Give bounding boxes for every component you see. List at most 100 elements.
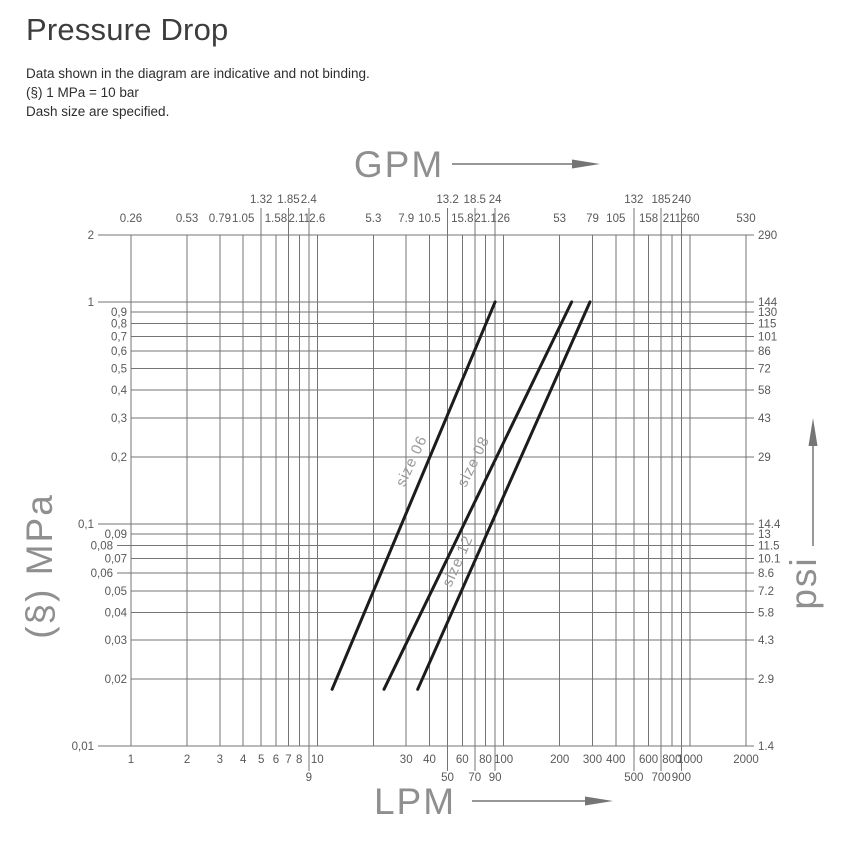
mpa-tick-label: 0,09: [105, 529, 127, 541]
lpm-tick-label: 60: [456, 754, 469, 766]
mpa-tick-label: 1: [88, 297, 94, 309]
lpm-tick-label: 100: [494, 754, 513, 766]
psi-tick-label: 43: [758, 413, 771, 425]
curve-label-size-06: size 06: [392, 433, 430, 490]
mpa-tick-label: 0,5: [111, 364, 127, 376]
gpm-tick-label-upper: 24: [489, 194, 502, 206]
lpm-tick-label: 200: [550, 754, 569, 766]
mpa-axis-title: (§) MPa: [19, 493, 60, 639]
mpa-tick-label: 0,05: [105, 586, 127, 598]
gpm-tick-label: 1.58: [265, 213, 287, 225]
lpm-axis-title: LPM: [374, 781, 456, 822]
lpm-tick-label: 40: [423, 754, 436, 766]
gpm-tick-label-upper: 185: [651, 194, 670, 206]
lpm-tick-label-lower: 9: [306, 772, 312, 784]
gpm-tick-label: 530: [736, 213, 755, 225]
lpm-tick-label-lower: 700: [651, 772, 670, 784]
page-title: Pressure Drop: [26, 12, 229, 47]
lpm-tick-label: 80: [479, 754, 492, 766]
lpm-tick-label: 5: [258, 754, 264, 766]
gpm-tick-label-upper: 1.32: [250, 194, 272, 206]
psi-tick-label: 7.2: [758, 586, 774, 598]
gpm-arrowhead-icon: [572, 159, 600, 169]
lpm-tick-label: 4: [240, 754, 247, 766]
lpm-tick-label-lower: 500: [624, 772, 643, 784]
mpa-tick-label: 0,7: [111, 331, 127, 343]
gpm-tick-label: 2.6: [309, 213, 325, 225]
gpm-tick-label-upper: 1.85: [277, 194, 299, 206]
psi-tick-label: 29: [758, 452, 771, 464]
psi-tick-label: 8.6: [758, 568, 774, 580]
mpa-tick-label: 0,3: [111, 413, 127, 425]
lpm-tick-label-lower: 50: [441, 772, 454, 784]
lpm-arrowhead-icon: [585, 796, 613, 806]
psi-tick-label: 14.4: [758, 519, 781, 531]
psi-tick-label: 115: [758, 318, 776, 330]
psi-arrowhead-icon: [808, 418, 818, 446]
gpm-tick-label-upper: 240: [672, 194, 691, 206]
mpa-tick-label: 0,6: [111, 346, 127, 358]
gpm-tick-label: 211: [663, 213, 681, 225]
gpm-tick-label: 0.53: [176, 213, 198, 225]
gpm-tick-label-upper: 2.4: [301, 194, 318, 206]
psi-tick-label: 4.3: [758, 635, 774, 647]
lpm-tick-label: 2000: [733, 754, 759, 766]
mpa-tick-label: 0,01: [72, 741, 94, 753]
gpm-tick-label: 0.26: [120, 213, 142, 225]
mpa-tick-label: 0,4: [111, 385, 128, 397]
psi-tick-label: 130: [758, 307, 777, 319]
psi-tick-label: 11.5: [758, 540, 780, 552]
psi-tick-label: 13: [758, 529, 771, 541]
lpm-tick-label: 30: [400, 754, 413, 766]
gpm-tick-label: 1.05: [232, 213, 254, 225]
gpm-tick-label-upper: 18.5: [464, 194, 486, 206]
lpm-tick-label: 400: [606, 754, 625, 766]
mpa-tick-label: 0,2: [111, 452, 127, 464]
gpm-tick-label-upper: 13.2: [436, 194, 458, 206]
curve-label-size-08: size 08: [454, 433, 493, 489]
gpm-tick-label: 105: [606, 213, 625, 225]
gpm-tick-label: 2.11: [288, 213, 310, 225]
mpa-tick-label: 0,08: [91, 540, 113, 552]
lpm-tick-label-lower: 90: [489, 772, 502, 784]
mpa-tick-label: 0,03: [105, 635, 127, 647]
mpa-tick-label: 0,1: [78, 519, 94, 531]
gpm-tick-label: 79: [586, 213, 599, 225]
lpm-tick-label: 10: [311, 754, 324, 766]
gpm-tick-label: 0.79: [209, 213, 231, 225]
lpm-tick-label: 1000: [677, 754, 703, 766]
lpm-tick-label: 3: [217, 754, 223, 766]
gpm-tick-label: 7.9: [398, 213, 414, 225]
curve-size-06: [330, 300, 497, 691]
mpa-tick-label: 0,07: [105, 553, 127, 565]
psi-tick-label: 10.1: [758, 553, 780, 565]
gpm-tick-label: 21.1: [474, 213, 496, 225]
gpm-tick-label-upper: 132: [624, 194, 643, 206]
psi-tick-label: 58: [758, 385, 771, 397]
mpa-tick-label: 0,9: [111, 307, 127, 319]
note-line-2: (§) 1 MPa = 10 bar: [26, 85, 139, 100]
lpm-tick-label: 1: [128, 754, 134, 766]
curve-size-08: [382, 300, 574, 691]
lpm-tick-label-lower: 900: [672, 772, 691, 784]
mpa-tick-label: 0,02: [105, 674, 127, 686]
gpm-tick-label: 260: [680, 213, 699, 225]
psi-tick-label: 5.8: [758, 607, 774, 619]
gpm-axis-title: GPM: [354, 144, 444, 185]
lpm-tick-label: 2: [184, 754, 190, 766]
lpm-tick-label: 6: [273, 754, 279, 766]
psi-axis-title: psi: [783, 556, 824, 609]
curve-size-12: [416, 300, 592, 691]
psi-tick-label: 2.9: [758, 674, 774, 686]
lpm-tick-label: 600: [639, 754, 658, 766]
psi-tick-label: 1.4: [758, 741, 775, 753]
lpm-tick-label: 8: [296, 754, 302, 766]
gpm-tick-label: 10.5: [418, 213, 440, 225]
note-line-3: Dash size are specified.: [26, 104, 170, 119]
gpm-tick-label: 5.3: [365, 213, 381, 225]
lpm-tick-label: 800: [662, 754, 681, 766]
psi-tick-label: 144: [758, 297, 778, 309]
lpm-tick-label-lower: 70: [468, 772, 481, 784]
